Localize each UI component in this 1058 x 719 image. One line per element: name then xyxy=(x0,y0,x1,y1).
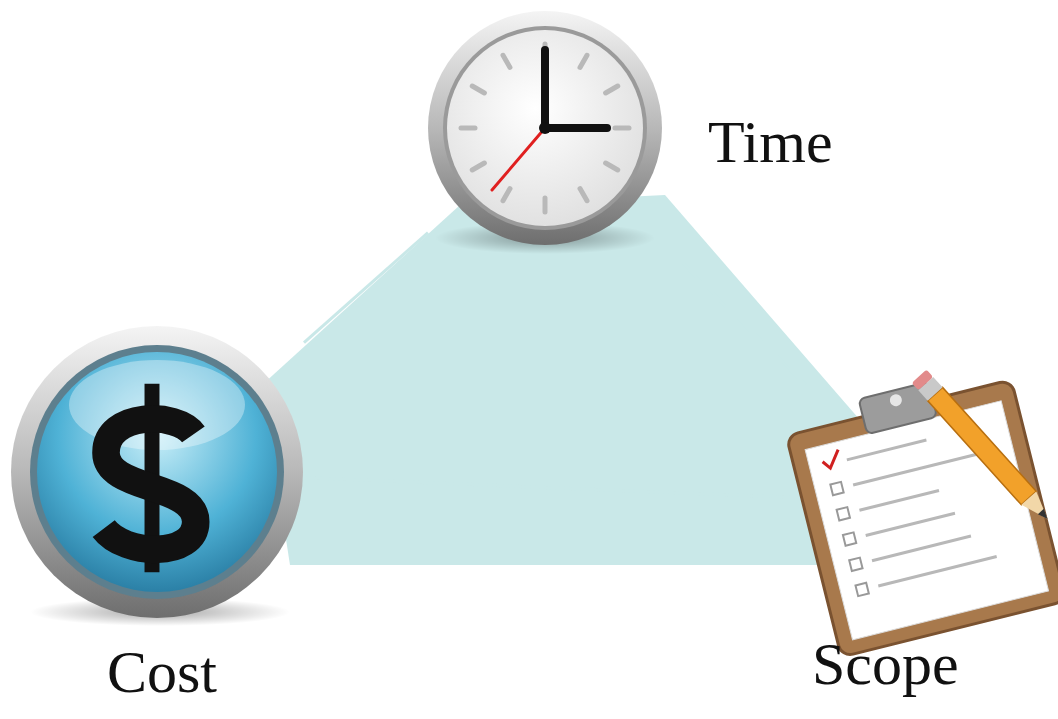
triangle-side xyxy=(304,233,428,343)
connector-line xyxy=(664,245,805,385)
connector-line xyxy=(304,478,790,497)
clipboard-icon xyxy=(782,362,1058,657)
triangle-side xyxy=(304,478,790,497)
icon-node: Scope xyxy=(790,385,1058,620)
node-label: Time xyxy=(708,108,833,177)
icon-node: Cost xyxy=(12,326,304,618)
triangle-fill xyxy=(262,195,860,565)
node-label: Cost xyxy=(107,638,217,707)
triangle-side xyxy=(664,245,805,385)
node-label: Scope xyxy=(812,630,959,699)
icon-node: Time xyxy=(428,8,664,248)
connector-line xyxy=(304,233,428,343)
dollar-button-icon xyxy=(11,326,303,626)
clock-icon xyxy=(428,11,662,254)
